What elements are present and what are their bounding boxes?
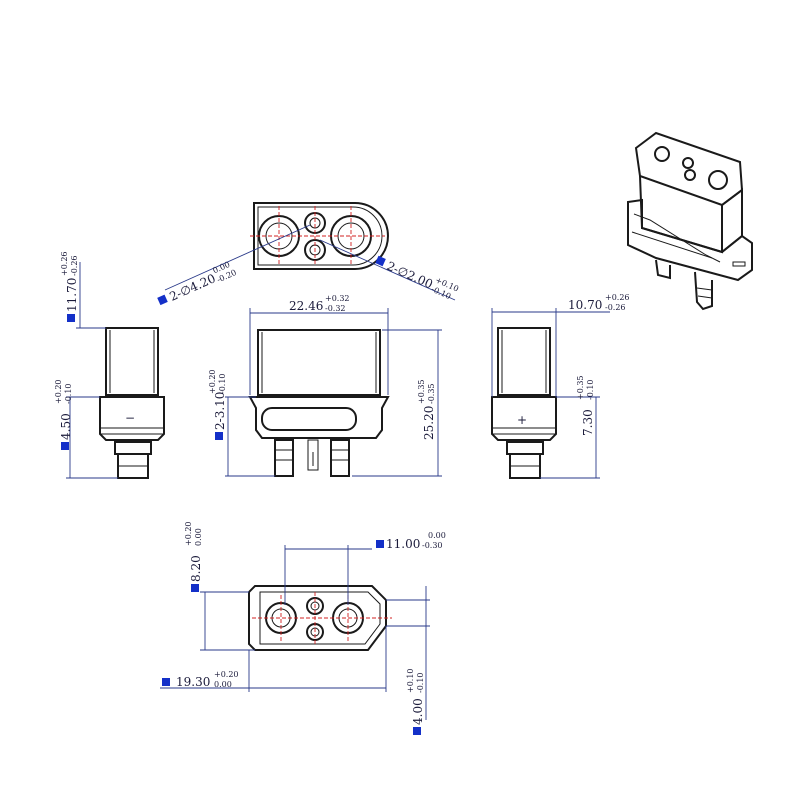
svg-text:-0.35: -0.35 — [427, 383, 436, 404]
svg-text:0.00: 0.00 — [194, 528, 203, 546]
svg-text:7.30: 7.30 — [581, 409, 595, 436]
dim-right-width: 10.70 +0.26 -0.26 — [491, 293, 630, 397]
dim-bottom-tab: 4.00 +0.10 -0.10 — [386, 586, 430, 735]
dim-left-base: 4.50 +0.20 -0.10 — [54, 379, 118, 479]
svg-text:-0.10: -0.10 — [218, 373, 227, 394]
svg-text:+0.26: +0.26 — [60, 251, 69, 276]
dim-top-hole-large: 2-∅4.20 0.00 -0.20 — [157, 260, 238, 306]
svg-text:-0.10: -0.10 — [586, 379, 595, 400]
dim-front-width: 22.46 +0.32 -0.32 — [249, 294, 389, 395]
right-side-view: + — [491, 327, 557, 479]
svg-text:-0.32: -0.32 — [325, 304, 346, 313]
svg-text:-0.26: -0.26 — [605, 303, 626, 312]
top-view — [164, 202, 456, 301]
dim-left-body: 11.70 +0.26 -0.26 — [60, 251, 106, 329]
svg-text:4.50: 4.50 — [59, 413, 73, 440]
dim-front-pin: 2-3.10 +0.20 -0.10 — [208, 369, 275, 477]
dim-bottom-length: 19.30 +0.20 0.00 — [160, 626, 387, 692]
dim-top-hole-small: 2-∅2.00 +0.10 -0.10 — [375, 255, 460, 301]
svg-text:11.00: 11.00 — [386, 537, 420, 551]
svg-text:2-∅4.20: 2-∅4.20 — [167, 271, 217, 304]
isometric-view — [627, 131, 753, 311]
svg-text:-0.30: -0.30 — [422, 541, 443, 550]
svg-text:+0.35: +0.35 — [417, 379, 426, 404]
dim-bottom-pitch: 11.00 0.00 -0.30 — [284, 531, 446, 605]
polarity-minus: − — [125, 411, 135, 425]
svg-text:-0.10: -0.10 — [416, 672, 425, 693]
svg-text:+0.20: +0.20 — [214, 670, 239, 679]
svg-text:11.70: 11.70 — [65, 278, 79, 312]
svg-text:22.46: 22.46 — [289, 299, 323, 313]
svg-text:4.00: 4.00 — [411, 698, 425, 725]
svg-text:+0.20: +0.20 — [208, 369, 217, 394]
svg-text:-0.10: -0.10 — [64, 383, 73, 404]
svg-text:+0.35: +0.35 — [576, 375, 585, 400]
svg-text:19.30: 19.30 — [176, 675, 210, 689]
svg-text:+0.10: +0.10 — [406, 668, 415, 693]
bottom-view — [248, 585, 392, 651]
left-side-view: − — [99, 327, 165, 479]
dim-bottom-height: 8.20 +0.20 0.00 — [184, 521, 255, 651]
svg-text:10.70: 10.70 — [568, 298, 602, 312]
svg-text:+0.20: +0.20 — [184, 521, 193, 546]
svg-text:8.20: 8.20 — [189, 555, 203, 582]
polarity-plus: + — [517, 413, 527, 427]
dim-right-base: 7.30 +0.35 -0.10 — [540, 375, 600, 479]
svg-text:+0.32: +0.32 — [325, 294, 350, 303]
front-view — [248, 329, 390, 477]
svg-text:0.00: 0.00 — [214, 680, 232, 689]
svg-text:-0.26: -0.26 — [70, 255, 79, 276]
svg-text:+0.26: +0.26 — [605, 293, 630, 302]
svg-text:25.20: 25.20 — [422, 406, 436, 440]
svg-text:+0.20: +0.20 — [54, 379, 63, 404]
dim-front-height: 25.20 +0.35 -0.35 — [352, 329, 442, 477]
svg-text:0.00: 0.00 — [428, 531, 446, 540]
svg-text:2-∅2.00: 2-∅2.00 — [385, 259, 435, 292]
svg-text:2-3.10: 2-3.10 — [213, 392, 227, 430]
